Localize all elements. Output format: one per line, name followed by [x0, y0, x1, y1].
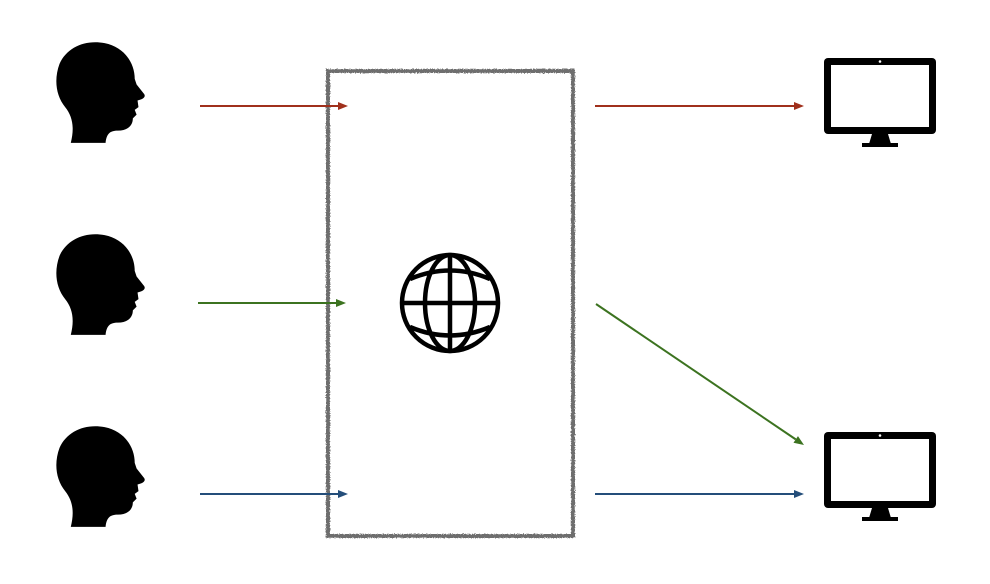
flow-arrow-1-out	[595, 102, 804, 110]
flow-arrow-2-out	[595, 303, 804, 445]
flow-arrow-3-in	[200, 490, 348, 498]
flow-arrow-1-in	[200, 102, 348, 110]
flow-arrows	[198, 102, 804, 498]
person-1-person-head-silhouette-icon	[56, 42, 145, 143]
globe-icon	[399, 252, 501, 354]
person-3-person-head-silhouette-icon	[56, 426, 145, 527]
computer-2-monitor-icon	[824, 432, 936, 521]
flow-arrow-2-in	[198, 299, 346, 307]
people-group	[56, 42, 145, 527]
person-2-person-head-silhouette-icon	[56, 234, 145, 335]
computers-group	[824, 58, 936, 521]
computer-1-monitor-icon	[824, 58, 936, 147]
flow-arrow-3-out	[595, 490, 804, 498]
